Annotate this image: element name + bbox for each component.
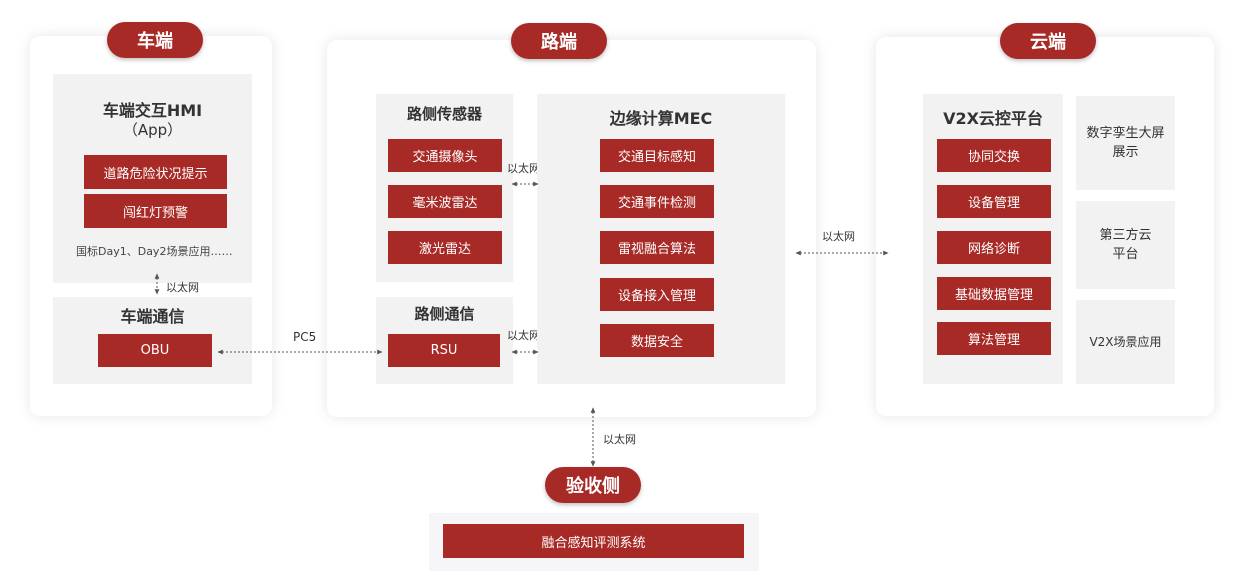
cloud-item: 基础数据管理 [937, 277, 1051, 310]
road-cloud-link-label: 以太网 [822, 230, 855, 243]
cloud-platform-title: V2X云控平台 [943, 109, 1043, 128]
hmi-note: 国标Day1、Day2场景应用…… [76, 245, 233, 258]
road-comm-title: 路侧通信 [414, 305, 475, 323]
cloud-badge: 云端 [1000, 23, 1096, 59]
obu-box: OBU [98, 334, 212, 367]
pc5-label: PC5 [293, 330, 317, 344]
mec-item: 交通事件检测 [600, 185, 714, 218]
vehicle-comm-title: 车端通信 [120, 307, 185, 326]
mec-title: 边缘计算MEC [609, 109, 713, 128]
acceptance-system: 融合感知评测系统 [443, 524, 744, 558]
hmi-title: 车端交互HMI [102, 101, 203, 120]
sensor-item: 激光雷达 [388, 231, 502, 264]
hmi-item: 闯红灯预警 [84, 194, 227, 228]
vehicle-link-label: 以太网 [166, 281, 199, 294]
cloud-item: 协同交换 [937, 139, 1051, 172]
mec-item: 设备接入管理 [600, 278, 714, 311]
hmi-item: 道路危险状况提示 [84, 155, 227, 189]
sensors-title: 路侧传感器 [406, 105, 482, 123]
side-box: V2X场景应用 [1076, 300, 1175, 384]
mec-item: 数据安全 [600, 324, 714, 357]
rsu-box: RSU [388, 334, 500, 367]
road-badge: 路端 [511, 23, 607, 59]
acceptance-badge: 验收侧 [545, 467, 641, 503]
sensor-item: 毫米波雷达 [388, 185, 502, 218]
rsu-link-label: 以太网 [507, 329, 540, 342]
sensor-item: 交通摄像头 [388, 139, 502, 172]
road-acceptance-link-label: 以太网 [603, 433, 636, 446]
cloud-item: 网络诊断 [937, 231, 1051, 264]
cloud-item: 设备管理 [937, 185, 1051, 218]
cloud-item: 算法管理 [937, 322, 1051, 355]
side-box: 数字孪生大屏展示 [1076, 96, 1175, 190]
side-box: 第三方云平台 [1076, 201, 1175, 289]
vehicle-badge: 车端 [107, 22, 203, 58]
hmi-subtitle: （App） [122, 121, 183, 139]
mec-item: 雷视融合算法 [600, 231, 714, 264]
sensors-link-label: 以太网 [507, 162, 540, 175]
mec-item: 交通目标感知 [600, 139, 714, 172]
